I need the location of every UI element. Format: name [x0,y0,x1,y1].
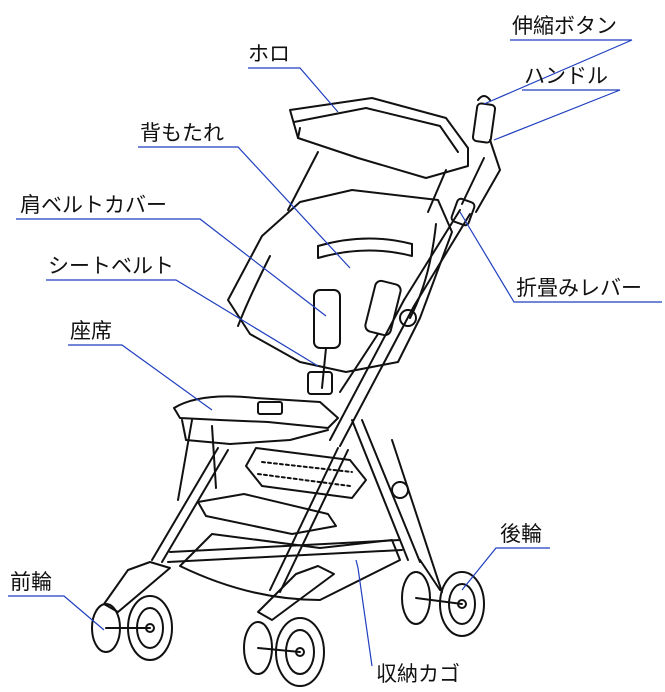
leader-line-shoulder-belt-cover [16,218,327,317]
label-telescopic-button: 伸縮ボタン [512,14,617,38]
leader-line-folding-lever [459,211,662,303]
leader-line-telescopic-button [483,39,633,105]
frame-tubes [151,209,471,593]
storage-basket-shape [179,447,401,601]
label-seat-belt: シートベルト [48,254,174,278]
leader-line-rear-wheel [461,547,550,591]
leader-line-seat [68,344,213,411]
label-backrest: 背もたれ [140,121,224,145]
label-folding-lever: 折畳みレバー [516,276,642,300]
canopy-shape [287,97,469,213]
leader-line-storage-basket [355,559,373,667]
label-canopy: ホロ [248,42,290,66]
leader-line-handle [493,89,621,141]
rear-wheel-shapes [401,559,485,637]
label-rear-wheel: 後輪 [500,522,542,546]
footrest-shape [167,493,403,563]
folding-lever-shape [391,197,476,499]
label-storage-basket: 収納カゴ [376,662,460,686]
seat-shape [173,395,339,445]
leader-line-front-wheel [8,595,105,631]
leader-lines [8,39,662,667]
label-handle: ハンドル [524,64,608,88]
label-front-wheel: 前輪 [10,570,52,594]
label-shoulder-belt-cover: 肩ベルトカバー [20,193,167,217]
front-wheel-shapes [91,561,335,687]
handle-shape [461,95,501,213]
label-seat: 座席 [70,319,112,343]
leader-line-backrest [138,146,351,269]
leader-line-seat-belt [46,279,319,367]
leader-line-canopy [248,67,339,113]
shoulder-belt-cover-shapes [307,279,402,395]
